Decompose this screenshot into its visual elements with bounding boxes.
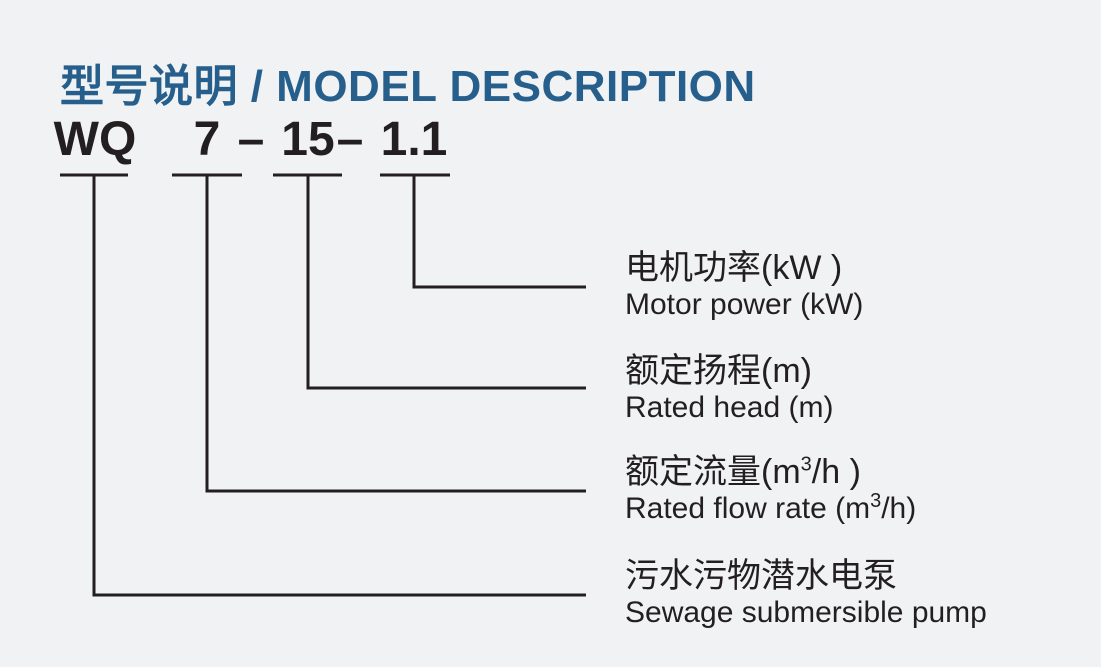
rated-flow-en-prefix: Rated flow rate (m [625,492,871,525]
rated-flow-en-suffix: /h) [881,492,917,525]
connector-rated-head [306,175,586,390]
model-code-flow: 7 [193,113,221,166]
model-code-dash-2: – [336,113,364,166]
rated-flow-zh-suffix: /h ) [811,453,861,491]
page-title: 型号说明 / MODEL DESCRIPTION [60,62,756,111]
label-motor-power-en: Motor power (kW) [625,288,864,321]
label-sewage-pump-en: Sewage submersible pump [625,596,987,629]
rated-flow-zh-sup: 3 [800,453,812,476]
label-rated-head-en: Rated head (m) [625,391,834,424]
label-rated-flow-en: Rated flow rate (m3/h) [625,490,917,526]
connector-motor-power [412,175,586,289]
label-sewage-pump-zh: 污水污物潜水电泵 [625,557,897,595]
model-code-dash-1: – [237,113,265,166]
label-rated-flow: 额定流量(m3/h ) Rated flow rate (m3/h) [625,452,916,526]
label-rated-head: 额定扬程(m) Rated head (m) [625,351,833,425]
label-sewage-pump: 污水污物潜水电泵 Sewage submersible pump [625,556,987,630]
label-motor-power-zh: 电机功率(kW ) [625,249,843,287]
label-rated-head-zh: 额定扬程(m) [625,352,812,390]
model-code-power: 1.1 [380,113,448,166]
rated-flow-en-sup: 3 [870,490,882,512]
model-code-series: WQ [53,113,137,166]
label-motor-power: 电机功率(kW ) Motor power (kW) [625,248,863,322]
connector-rated-flow [205,175,586,493]
label-rated-flow-zh: 额定流量(m3/h ) [625,452,916,492]
model-code-head: 15 [281,113,335,166]
rated-flow-zh-prefix: 额定流量(m [625,453,801,491]
connector-sewage-pump [92,175,586,597]
